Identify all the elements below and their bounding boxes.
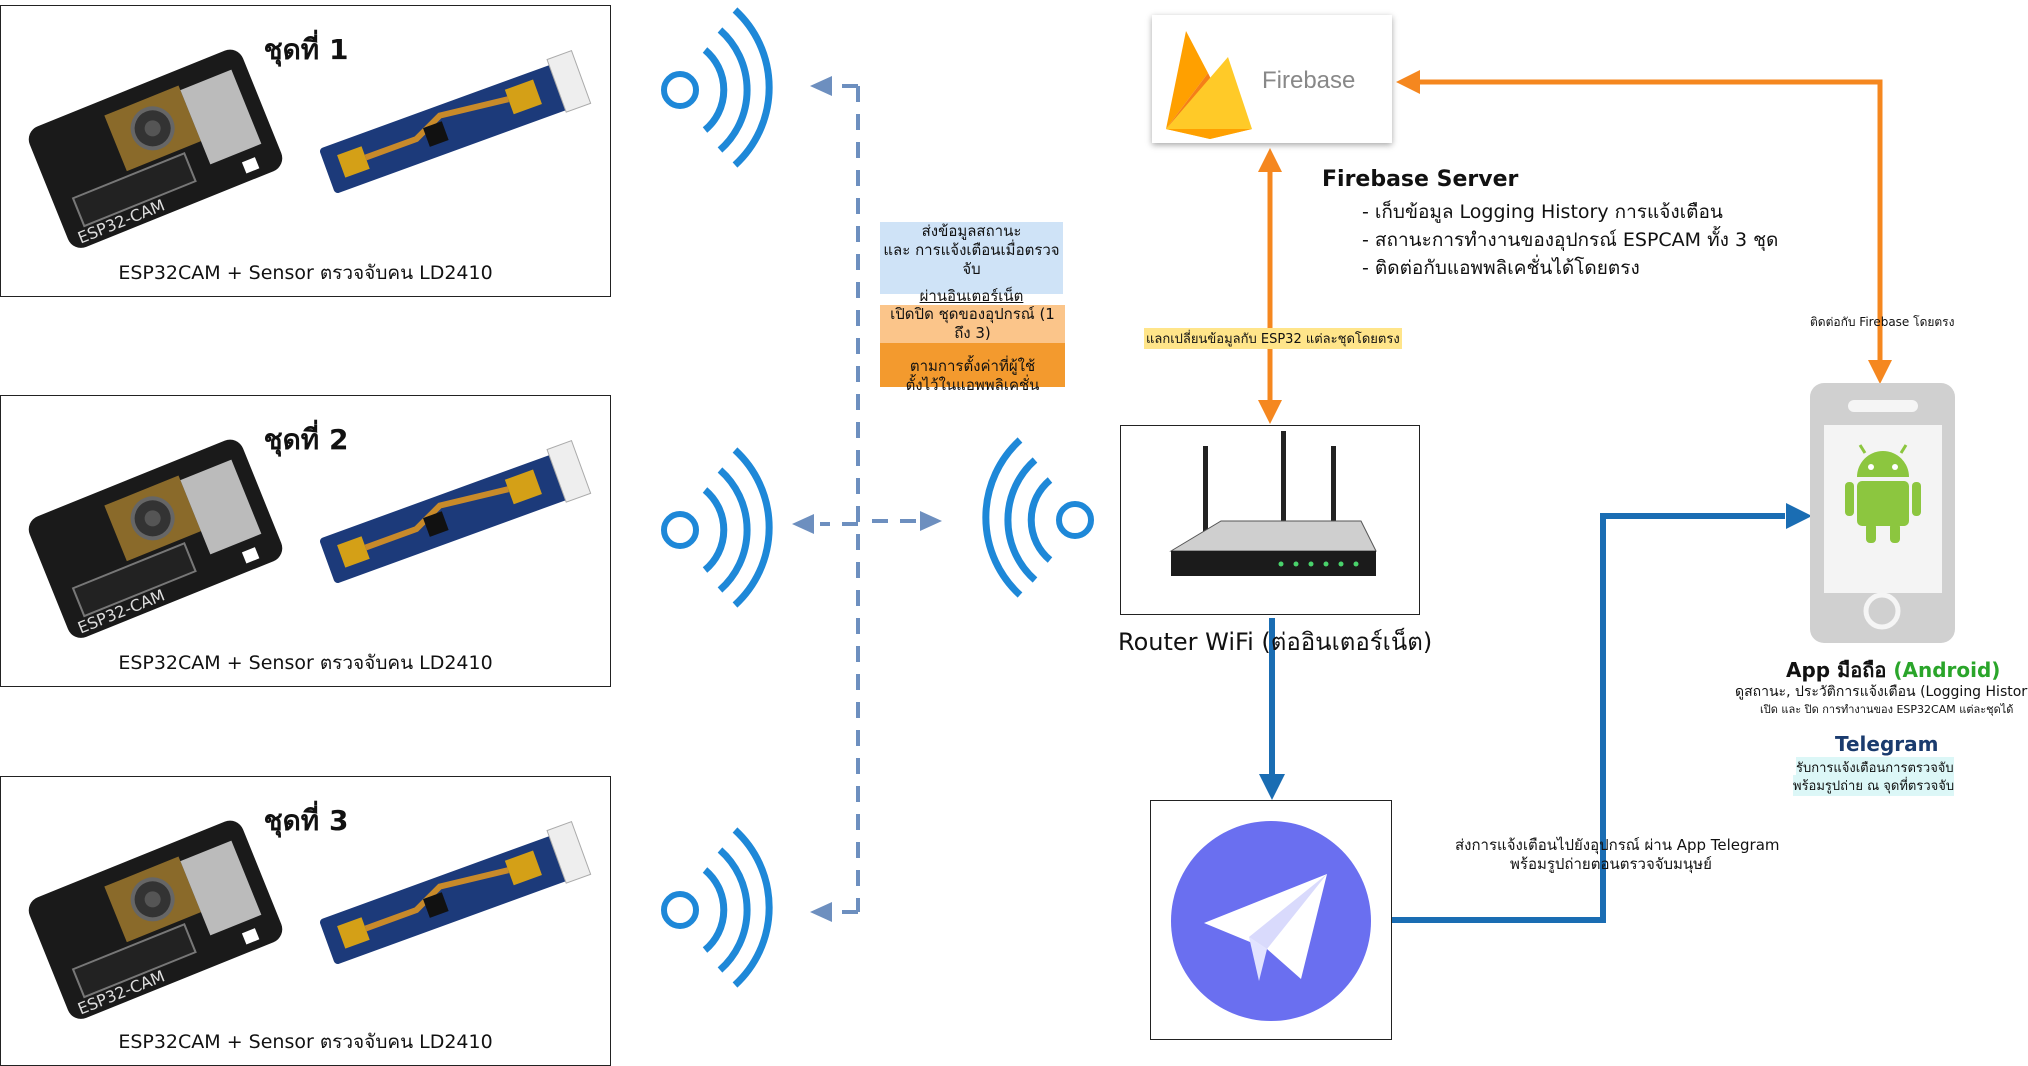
note-line: ผ่านอินเตอร์เน็ต — [919, 287, 1024, 305]
firebase-bullet: - ติดต่อกับแอพพลิเคชั่นได้โดยตรง — [1362, 257, 1640, 279]
firebase-flame-icon — [1166, 31, 1252, 139]
app-title: App มือถือ (Android) — [1786, 654, 2000, 686]
status-note: ส่งข้อมูลสถานะ และ การแจ้งเตือนเมื่อตรวจ… — [880, 222, 1063, 305]
toggle-note: เปิดปิด ชุดของอุปกรณ์ (1 ถึง 3) ตามการตั… — [880, 305, 1065, 394]
android-icon — [1845, 444, 1921, 543]
arrow-to-set2 — [792, 514, 814, 534]
arrow-right-phone — [1786, 503, 1812, 529]
phone-icon — [1810, 383, 1955, 643]
router-label: Router WiFi (ต่ออินเตอร์เน็ต) — [1118, 628, 1433, 656]
firebase-direct-label: ติดต่อกับ Firebase โดยตรง — [1810, 315, 1955, 329]
note-line: ตั้งไว้ในแอพพลิเคชั่น — [905, 376, 1040, 394]
router-box — [1120, 425, 1420, 615]
arrow-down-telegram — [1259, 774, 1285, 800]
note-line: และ การแจ้งเตือนเมื่อตรวจจับ — [883, 241, 1060, 278]
wifi-icon — [661, 447, 773, 608]
firebase-phone-line — [1420, 79, 1883, 360]
arrow-left-firebase — [1396, 70, 1420, 94]
ld2410-sensor-image — [320, 440, 592, 583]
app-desc: เปิด และ ปิด การทำงานของ ESP32CAM แต่ละช… — [1760, 703, 2014, 716]
app-title-prefix: App มือถือ — [1786, 658, 1887, 682]
set-caption: ESP32CAM + Sensor ตรวจจับคน LD2410 — [118, 262, 493, 284]
set-caption: ESP32CAM + Sensor ตรวจจับคน LD2410 — [118, 1031, 493, 1053]
app-title-android: (Android) — [1893, 658, 2001, 682]
arrow-to-set3 — [810, 902, 832, 922]
arrow-up-firebase — [1258, 148, 1282, 172]
firebase-bullet: - สถานะการทำงานของอุปกรณ์ ESPCAM ทั้ง 3 … — [1362, 229, 1779, 251]
set-caption: ESP32CAM + Sensor ตรวจจับคน LD2410 — [118, 652, 493, 674]
router-icon — [1169, 431, 1377, 576]
arrow-to-router-wifi — [920, 511, 942, 531]
set-box-1: ชุดที่ 1 ESP32-CAM ESP32CAM + Sensor ตรว… — [0, 5, 611, 297]
telegram-send-line: พร้อมรูปถ่ายตอนตรวจจับมนุษย์ — [1510, 855, 1712, 873]
telegram-desc: รับการแจ้งเตือนการตรวจจับ — [1796, 757, 1954, 778]
telegram-icon — [1171, 821, 1371, 1021]
set-box-3: ชุดที่ 3 ESP32-CAM ESP32CAM + Sensor ตรว… — [0, 776, 611, 1066]
wifi-icon — [661, 7, 773, 168]
arrow-down-router — [1258, 400, 1282, 424]
telegram-send-line: ส่งการแจ้งเตือนไปยังอุปกรณ์ ผ่าน App Tel… — [1455, 836, 1780, 854]
note-line: ตามการตั้งค่าที่ผู้ใช้ — [909, 357, 1036, 375]
set-title: ชุดที่ 3 — [263, 804, 349, 837]
firebase-server-title: Firebase Server — [1322, 167, 1519, 192]
esp32cam-board-image: ESP32-CAM — [28, 439, 283, 638]
app-desc: ดูสถานะ, ประวัติการแจ้งเตือน (Logging Hi… — [1735, 684, 2028, 700]
wifi-icon-router — [982, 437, 1094, 598]
telegram-box — [1150, 800, 1392, 1040]
note-line: เปิดปิด ชุดของอุปกรณ์ (1 ถึง 3) — [880, 305, 1065, 343]
telegram-title: Telegram — [1835, 732, 1939, 756]
ld2410-sensor-image — [320, 50, 592, 193]
firebase-logo-box: Firebase — [1152, 15, 1392, 143]
set-title: ชุดที่ 1 — [263, 33, 349, 66]
set-box-2: ชุดที่ 2 ESP32-CAM ESP32CAM + Sensor ตรว… — [0, 395, 611, 687]
exchange-label: แลกเปลี่ยนข้อมูลกับ ESP32 แต่ละชุดโดยตรง — [1144, 328, 1402, 349]
firebase-logo-text: Firebase — [1262, 67, 1356, 94]
wifi-icon — [661, 827, 773, 988]
telegram-phone-line — [1392, 513, 1785, 923]
ld2410-sensor-image — [320, 821, 592, 964]
firebase-bullet: - เก็บข้อมูล Logging History การแจ้งเตือ… — [1362, 201, 1723, 223]
arrow-to-set1 — [810, 76, 832, 96]
set-title: ชุดที่ 2 — [263, 423, 349, 456]
esp32cam-board-image: ESP32-CAM — [28, 820, 283, 1019]
telegram-desc: พร้อมรูปถ่าย ณ จุดที่ตรวจจับ — [1793, 775, 1955, 796]
esp32cam-board-image: ESP32-CAM — [28, 49, 283, 248]
note-line: ส่งข้อมูลสถานะ — [921, 222, 1022, 240]
arrow-down-phone — [1868, 360, 1892, 384]
